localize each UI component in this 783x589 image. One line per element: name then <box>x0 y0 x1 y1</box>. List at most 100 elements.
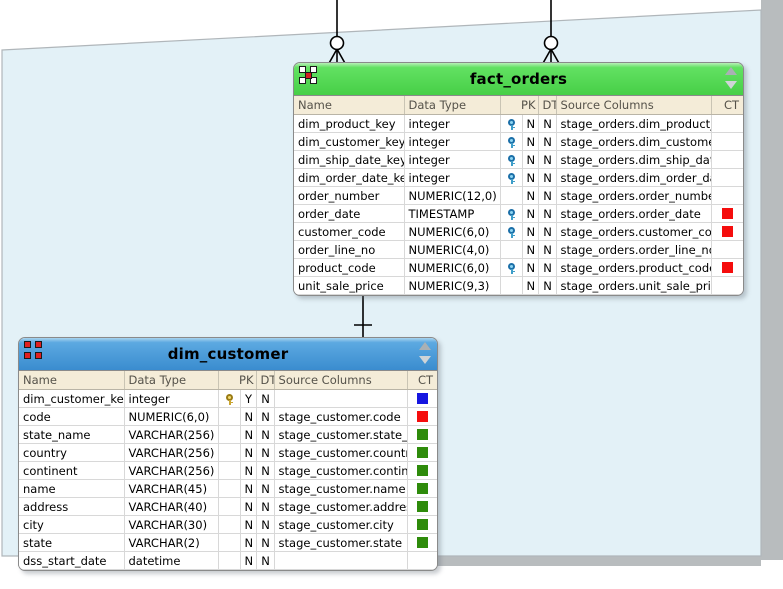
col-header-data-type[interactable]: Data Type <box>124 371 219 390</box>
cell-dt-flag: N <box>256 443 275 462</box>
cell-dt-flag: N <box>538 204 557 223</box>
entity-title-bar-dim-customer[interactable]: dim_customer <box>19 338 437 371</box>
cell-pk-flag: N <box>522 186 539 205</box>
cell-pk-flag: N <box>522 132 539 151</box>
column-grid-fact-orders[interactable]: Name Data Type PK DT Source Columns CT d… <box>294 96 743 295</box>
canvas-right-gutter <box>761 0 783 589</box>
entity-scroll-controls[interactable] <box>724 64 739 95</box>
col-header-ct[interactable]: CT <box>711 96 743 115</box>
table-grid-icon <box>24 341 46 361</box>
cell-ct-empty <box>711 276 743 295</box>
cell-source-column: stage_customer.city <box>274 515 408 534</box>
cell-data-type: NUMERIC(9,3) <box>404 276 501 295</box>
col-header-pk[interactable]: PK <box>500 96 539 115</box>
cell-pk-flag: N <box>240 479 257 498</box>
cell-dt-flag: N <box>256 479 275 498</box>
entity-fact-orders[interactable]: fact_orders Name Data Type PK DT Source … <box>293 62 744 296</box>
cell-pk-flag: N <box>240 533 257 552</box>
cell-ct-empty <box>711 114 743 133</box>
cell-data-type: integer <box>404 114 501 133</box>
cell-ct-empty <box>711 168 743 187</box>
entity-title-fact-orders: fact_orders <box>469 70 568 88</box>
col-header-name[interactable]: Name <box>294 96 405 115</box>
cell-pk-flag: N <box>240 515 257 534</box>
cell-ct-empty <box>711 186 743 205</box>
col-header-source-columns[interactable]: Source Columns <box>274 371 408 390</box>
cell-source-column: stage_customer.address <box>274 497 408 516</box>
cell-dt-flag: N <box>538 276 557 295</box>
cell-ct-empty <box>711 150 743 169</box>
cell-pk-flag: N <box>522 168 539 187</box>
col-header-ct[interactable]: CT <box>407 371 437 390</box>
cell-dt-flag: N <box>538 114 557 133</box>
cell-source-column <box>274 551 408 570</box>
cell-pk-flag: N <box>522 150 539 169</box>
cell-data-type: VARCHAR(45) <box>124 479 219 498</box>
cell-dt-flag: N <box>538 150 557 169</box>
cell-data-type: NUMERIC(6,0) <box>404 222 501 241</box>
col-header-dt[interactable]: DT <box>538 96 557 115</box>
cell-column-name: city <box>19 515 125 534</box>
column-grid-dim-customer[interactable]: Name Data Type PK DT Source Columns CT d… <box>19 371 437 570</box>
cell-source-column: stage_orders.product_code <box>556 258 712 277</box>
col-header-name[interactable]: Name <box>19 371 125 390</box>
cell-data-type: datetime <box>124 551 219 570</box>
cell-source-column: stage_orders.dim_order_date_key <box>556 168 712 187</box>
grid-header-row: Name Data Type PK DT Source Columns CT <box>19 371 437 390</box>
cell-data-type: integer <box>404 168 501 187</box>
cell-data-type: TIMESTAMP <box>404 204 501 223</box>
cell-source-column: stage_customer.continent <box>274 461 408 480</box>
cell-source-column: stage_orders.dim_ship_date_key <box>556 150 712 169</box>
ct-color-swatch <box>407 479 437 498</box>
cell-pk-flag: N <box>522 204 539 223</box>
col-header-dt[interactable]: DT <box>256 371 275 390</box>
cell-source-column: stage_orders.customer_code <box>556 222 712 241</box>
cell-dt-flag: N <box>538 240 557 259</box>
col-header-data-type[interactable]: Data Type <box>404 96 501 115</box>
cell-column-name: unit_sale_price <box>294 276 405 295</box>
cell-data-type: NUMERIC(6,0) <box>124 407 219 426</box>
cell-key-empty <box>218 515 241 534</box>
col-header-pk[interactable]: PK <box>218 371 257 390</box>
ct-color-swatch <box>407 389 437 408</box>
entity-dim-customer[interactable]: dim_customer Name Data Type PK DT Source… <box>18 337 438 571</box>
cell-data-type: integer <box>404 132 501 151</box>
entity-title-bar-fact-orders[interactable]: fact_orders <box>294 63 743 96</box>
key-icon <box>500 222 523 241</box>
cell-key-empty <box>500 276 523 295</box>
cell-pk-flag: N <box>240 425 257 444</box>
cell-source-column: stage_customer.state_name <box>274 425 408 444</box>
cell-key-empty <box>218 533 241 552</box>
entity-title-dim-customer: dim_customer <box>167 345 289 363</box>
cell-dt-flag: N <box>256 425 275 444</box>
col-header-source-columns[interactable]: Source Columns <box>556 96 712 115</box>
table-grid-icon <box>299 66 321 86</box>
entity-scroll-controls[interactable] <box>418 339 433 370</box>
cell-data-type: integer <box>124 389 219 408</box>
ct-color-swatch <box>407 461 437 480</box>
cell-ct-empty <box>711 240 743 259</box>
ct-color-swatch <box>407 425 437 444</box>
